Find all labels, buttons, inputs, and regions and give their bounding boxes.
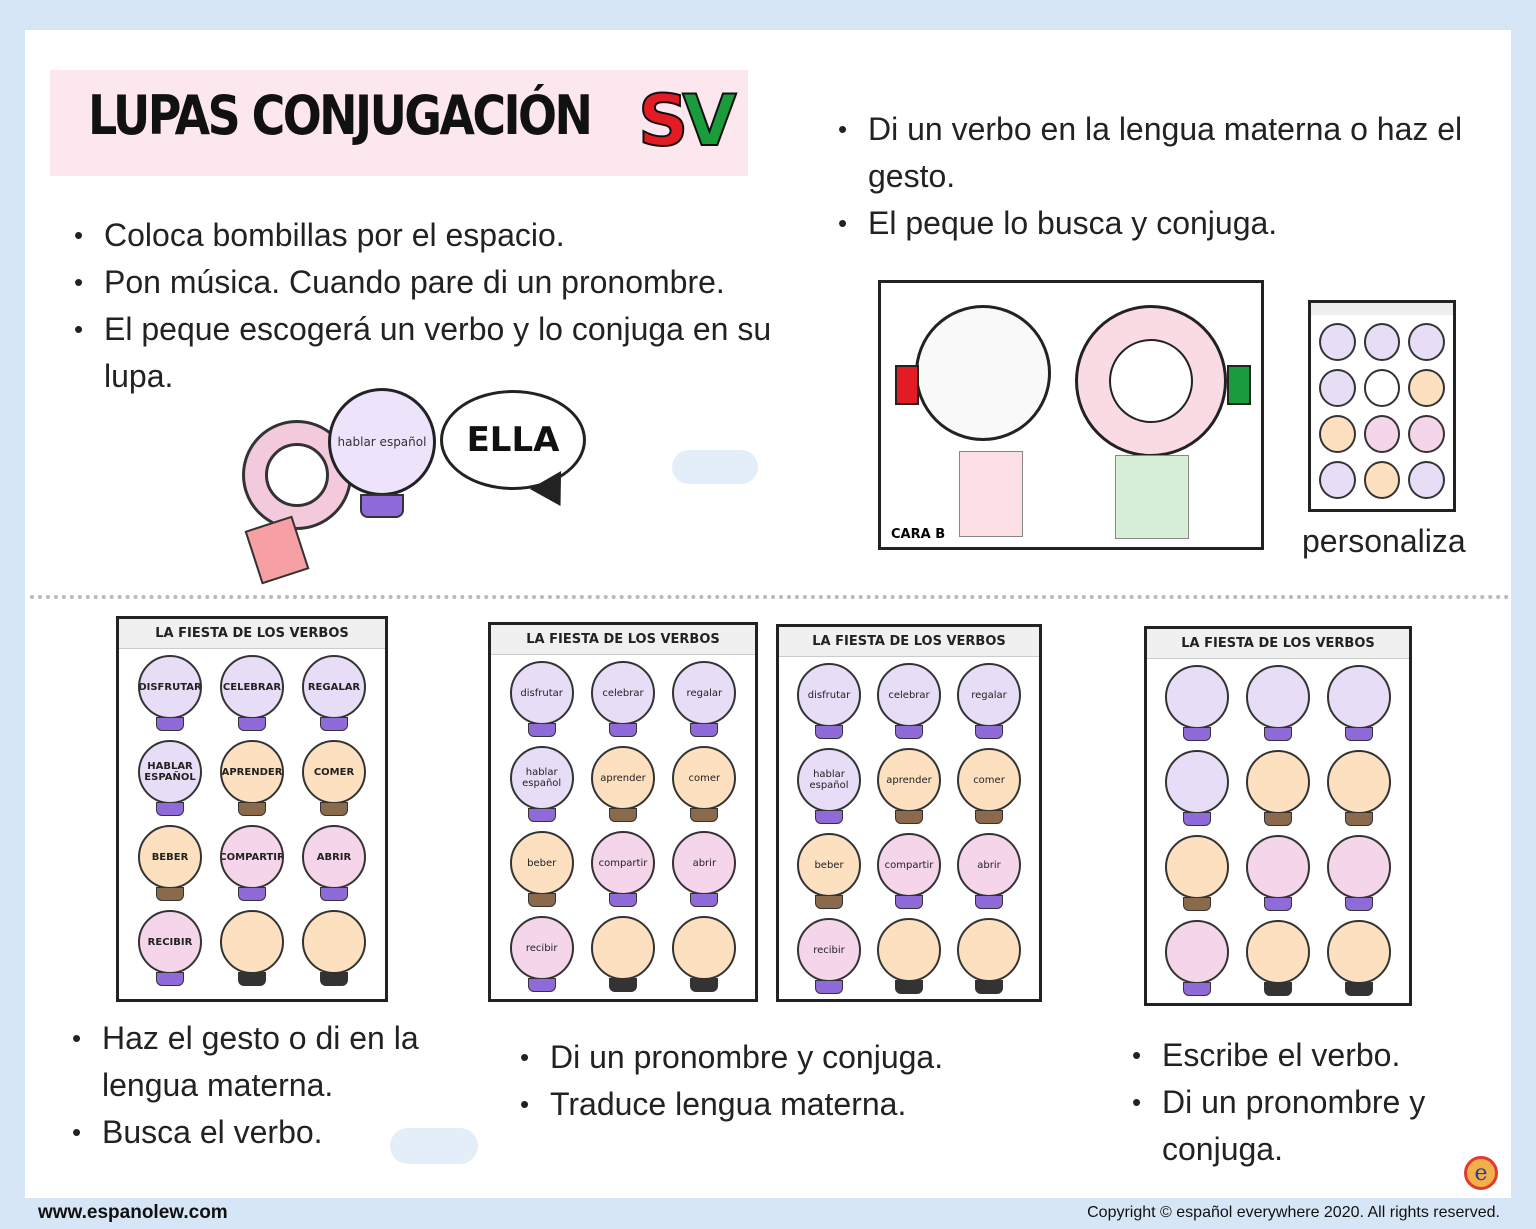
verb-bulb xyxy=(211,910,293,995)
instruction-item: Haz el gesto o di en la lengua materna. xyxy=(70,1015,430,1109)
verb-bulb xyxy=(293,910,375,995)
cara-b-worksheet: CARA B xyxy=(878,280,1264,550)
website-link[interactable]: www.espanolew.com xyxy=(38,1202,228,1223)
instruction-item: Busca el verbo. xyxy=(70,1109,430,1156)
bulb-icon xyxy=(1319,415,1356,453)
verb-bulb: CELEBRAR xyxy=(211,655,293,740)
verb-bulb: RECIBIR xyxy=(129,910,211,995)
verb-bulb: APRENDER xyxy=(211,740,293,825)
wheel-hole xyxy=(265,443,329,507)
bulb-base xyxy=(360,494,404,518)
instruction-item: Escribe el verbo. xyxy=(1130,1032,1470,1079)
v-tab xyxy=(1227,365,1251,405)
bulb-icon xyxy=(1408,415,1445,453)
bulb-icon xyxy=(1363,415,1401,453)
sheet-title: LA FIESTA DE LOS VERBOS xyxy=(1147,629,1409,659)
bulb-icon xyxy=(1363,323,1401,361)
bulb-icon xyxy=(1319,369,1356,407)
verb-bulb: ABRIR xyxy=(293,825,375,910)
top-right-instructions: Di un verbo en la lengua materna o haz e… xyxy=(836,106,1476,247)
grid-circle xyxy=(915,305,1051,441)
verb-sheet-uppercase: LA FIESTA DE LOS VERBOS DISFRUTAR CELEBR… xyxy=(116,616,388,1002)
title-banner: LUPAS CONJUGACIÓN SV xyxy=(50,70,748,176)
verb-sheet-lowercase: LA FIESTA DE LOS VERBOS disfrutar celebr… xyxy=(488,622,758,1002)
personaliza-sheet xyxy=(1308,300,1456,512)
instruction-item: Di un verbo en la lengua materna o haz e… xyxy=(836,106,1476,200)
personaliza-label: personaliza xyxy=(1302,523,1466,559)
instruction-item: Traduce lengua materna. xyxy=(518,1081,1018,1128)
bulb-head: hablar español xyxy=(328,388,436,496)
sv-logo: SV xyxy=(637,79,738,163)
cara-b-label: CARA B xyxy=(891,527,946,542)
espanol-everywhere-logo-icon: e xyxy=(1464,1156,1498,1190)
handle-strip xyxy=(959,451,1023,537)
bottom-left-instructions: Haz el gesto o di en la lengua materna. … xyxy=(70,1015,430,1156)
handle-strip xyxy=(1115,455,1189,539)
bulb-icon xyxy=(1363,369,1401,407)
instruction-item: Di un pronombre y conjuga. xyxy=(1130,1079,1470,1173)
instruction-item: Di un pronombre y conjuga. xyxy=(518,1034,1018,1081)
page-title: LUPAS CONJUGACIÓN xyxy=(88,84,593,147)
instruction-item: Coloca bombillas por el espacio. xyxy=(72,212,772,259)
bottom-right-instructions: Escribe el verbo. Di un pronombre y conj… xyxy=(1130,1032,1470,1173)
pronoun-speech-bubble: ELLA xyxy=(440,390,586,490)
sheet-title: LA FIESTA DE LOS VERBOS xyxy=(491,625,755,655)
verb-sheet-lowercase-2: LA FIESTA DE LOS VERBOS disfrutar celebr… xyxy=(776,624,1042,1002)
verb-bulb: REGALAR xyxy=(293,655,375,740)
verb-bulb: BEBER xyxy=(129,825,211,910)
instruction-item: Pon música. Cuando pare di un pronombre. xyxy=(72,259,772,306)
sheet-title: LA FIESTA DE LOS VERBOS xyxy=(779,627,1039,657)
verb-bulb: COMER xyxy=(293,740,375,825)
copyright-notice: Copyright © español everywhere 2020. All… xyxy=(1087,1204,1500,1221)
wheel-center xyxy=(1109,339,1193,423)
top-left-instructions: Coloca bombillas por el espacio. Pon mús… xyxy=(72,212,772,400)
instruction-item: El peque escogerá un verbo y lo conjuga … xyxy=(72,306,772,400)
bulb-icon xyxy=(1408,323,1445,361)
s-tab xyxy=(895,365,919,405)
verb-bulb: COMPARTIR xyxy=(211,825,293,910)
verb-bulb: HABLAR ESPAÑOL xyxy=(129,740,211,825)
section-divider xyxy=(30,595,1510,599)
bulb-icon xyxy=(1363,461,1401,499)
sheet-title: LA FIESTA DE LOS VERBOS xyxy=(119,619,385,649)
bulb-icon xyxy=(1408,369,1445,407)
bulb-icon xyxy=(1408,461,1445,499)
instruction-item: El peque lo busca y conjuga. xyxy=(836,200,1476,247)
bulb-icon xyxy=(1319,461,1356,499)
bulb-icon xyxy=(1319,323,1356,361)
cloud-decoration xyxy=(672,450,758,484)
verb-sheet-blank: LA FIESTA DE LOS VERBOS xyxy=(1144,626,1412,1006)
bottom-mid-instructions: Di un pronombre y conjuga. Traduce lengu… xyxy=(518,1034,1018,1128)
verb-bulb: DISFRUTAR xyxy=(129,655,211,740)
